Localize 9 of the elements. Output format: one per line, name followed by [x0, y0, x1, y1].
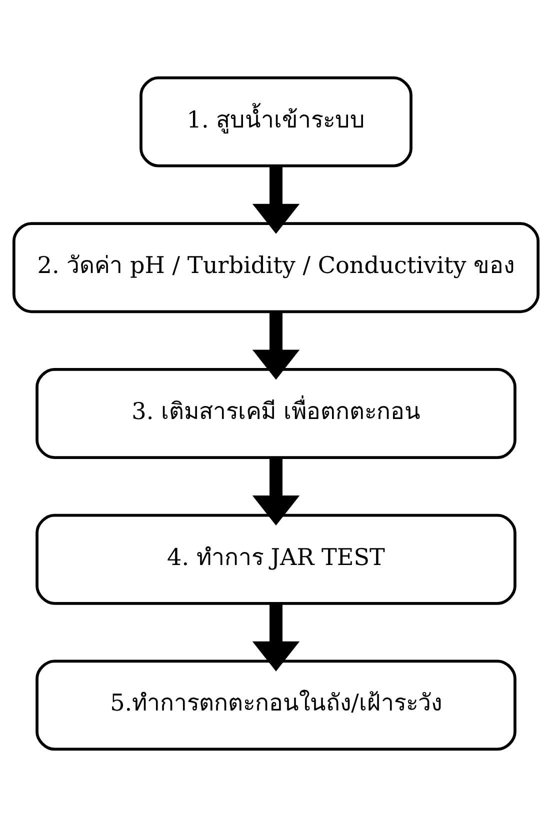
arrow	[252, 604, 300, 672]
node-box: 2. วัดค่า pH / Turbidity / Conductivity ของ	[12, 222, 540, 314]
arrow	[252, 458, 300, 526]
arrow	[252, 312, 300, 380]
node-box: 4. ทำการ JAR TEST	[36, 514, 516, 605]
node-box: 1. สูบน้ำเข้าระบบ	[140, 76, 412, 168]
node-box: 5.ทำการตกตะกอนในถัง/เฝ้าระวัง	[36, 660, 516, 751]
node-box: 3. เติมสารเคมี เพื่อตกตะกอน	[36, 368, 516, 459]
arrow	[252, 166, 300, 234]
